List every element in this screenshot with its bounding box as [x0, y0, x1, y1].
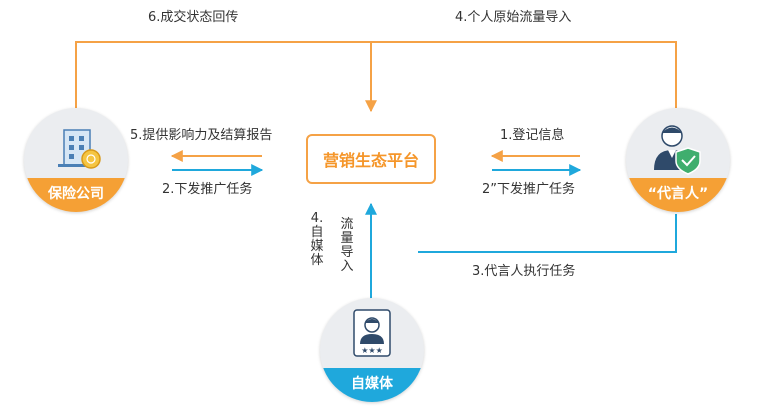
profile-card-icon: ★★★: [353, 309, 391, 357]
status-return-line: [75, 41, 677, 108]
issue-task-insurer-label: 2.下发推广任务: [162, 182, 253, 197]
svg-text:★★★: ★★★: [361, 346, 383, 355]
media-traffic-label-b: 流量导入: [340, 217, 354, 274]
insurer-label: 保险公司: [24, 178, 128, 212]
person-shield-icon: [654, 125, 701, 175]
media-traffic-label-a: 4.自媒体: [310, 211, 324, 268]
building-icon: [58, 129, 101, 169]
media-label: 自媒体: [320, 368, 424, 402]
platform-label: 营销生态平台: [322, 151, 419, 170]
media-node: ★★★ 自媒体: [320, 298, 424, 402]
spokesperson-node: “代言人”: [626, 108, 730, 212]
personal-traffic-label: 4.个人原始流量导入: [455, 10, 572, 25]
execute-task-label: 3.代言人执行任务: [472, 264, 576, 279]
insurer-node: 保险公司: [24, 108, 128, 212]
register-label: 1.登记信息: [500, 128, 565, 143]
marketing-platform-box: 营销生态平台: [306, 134, 436, 184]
execute-task-line: [418, 214, 677, 253]
status-return-label: 6.成交状态回传: [148, 10, 239, 25]
report-label: 5.提供影响力及结算报告: [130, 128, 273, 143]
issue-task-spokesperson-label: 2”下发推广任务: [482, 182, 576, 197]
spokesperson-label: “代言人”: [626, 178, 730, 212]
